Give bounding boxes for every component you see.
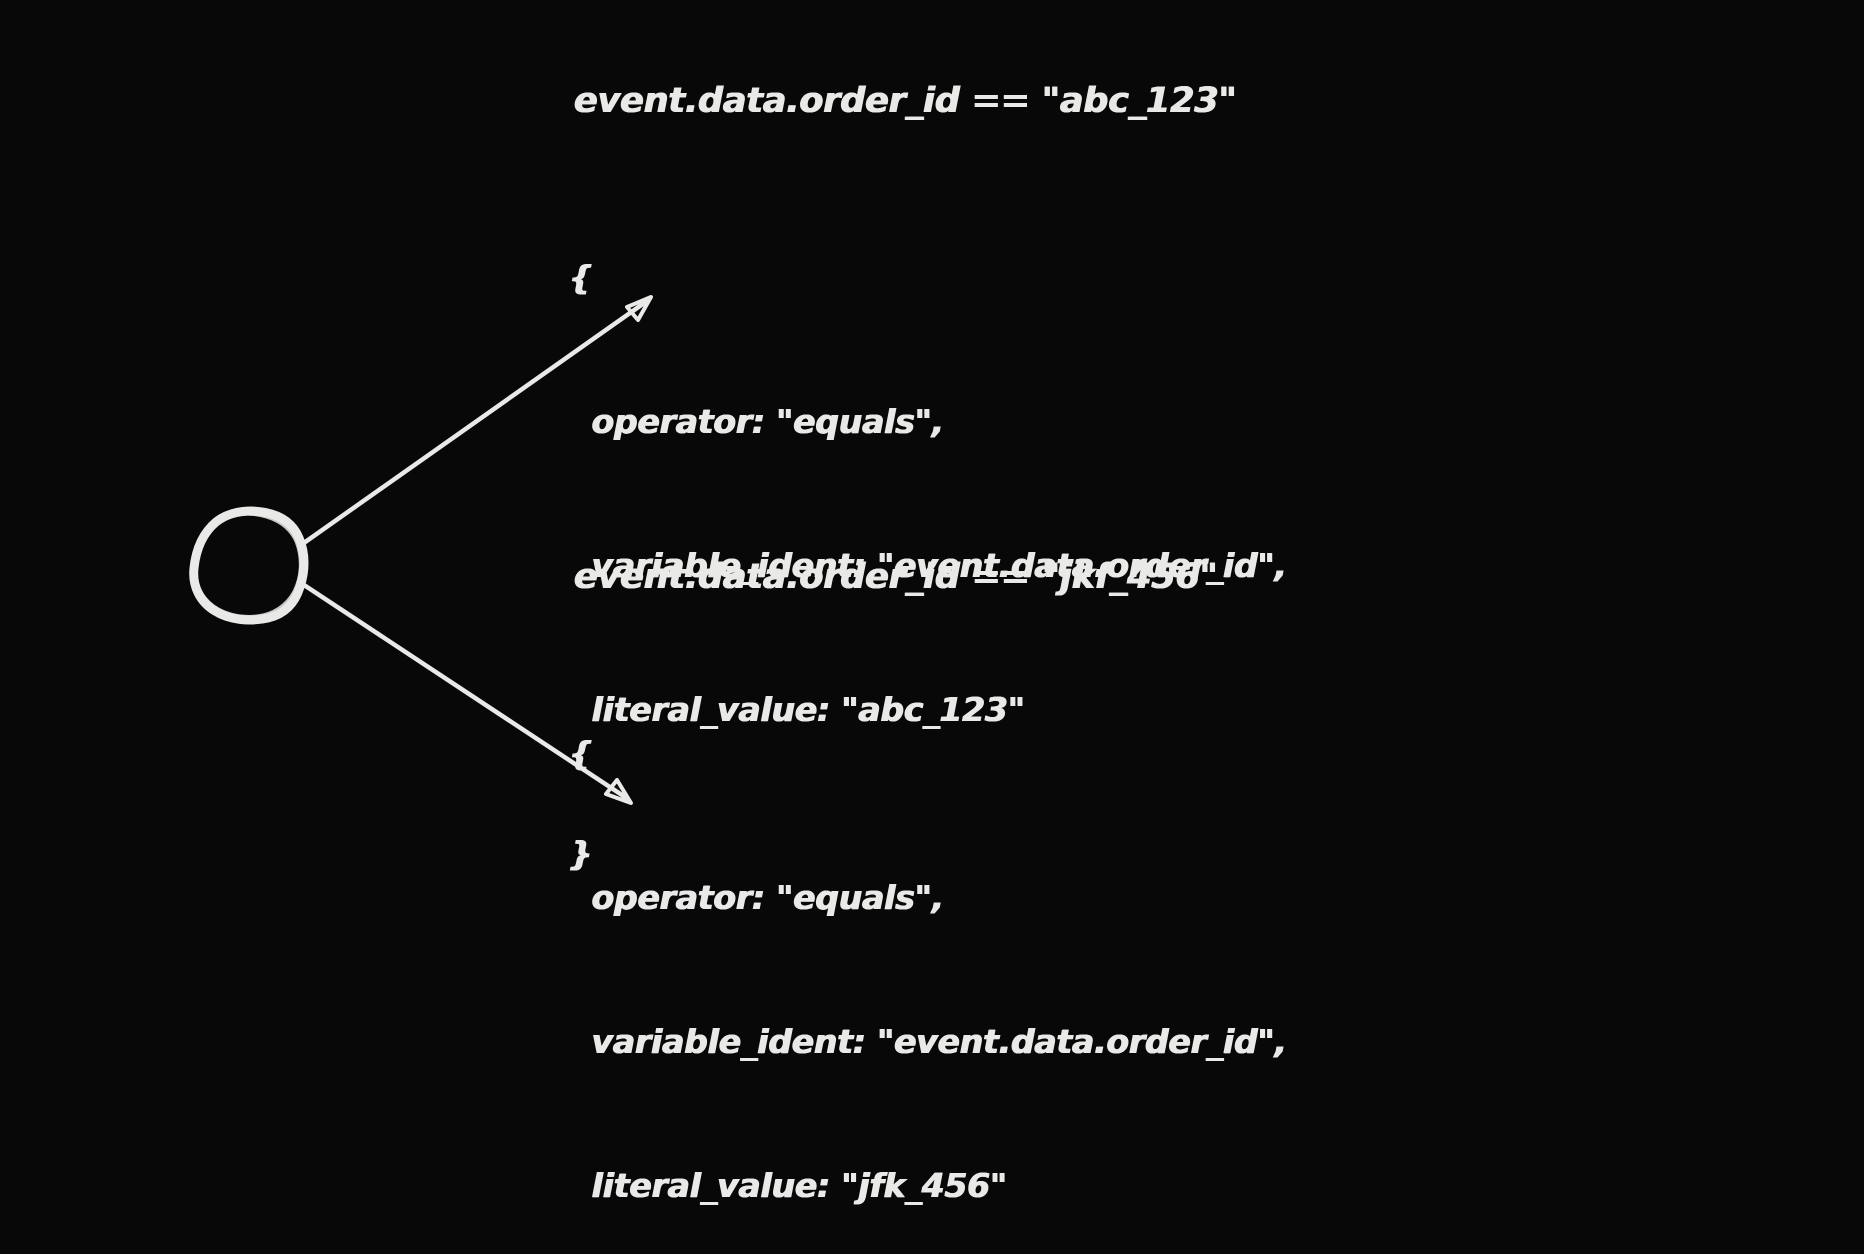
- branch-1-line-4: }: [569, 834, 593, 873]
- branch-1-line-1: operator: "equals",: [569, 402, 945, 441]
- branch-2-line-2: variable_ident: "event.data.order_id",: [569, 1022, 1287, 1061]
- branch-1-title: event.data.order_id == "abc_123": [574, 81, 1237, 121]
- branch-2-body: { operator: "equals", variable_ident: "e…: [569, 634, 1287, 1254]
- branch-1-line-0: {: [569, 258, 593, 297]
- branch-2-line-3: literal_value: "jfk_456": [569, 1166, 1008, 1205]
- branch-1-line-2: variable_ident: "event.data.order_id",: [569, 546, 1287, 585]
- node-outline-second-pass: [190, 508, 306, 622]
- branch-1-body: { operator: "equals", variable_ident: "e…: [569, 158, 1287, 974]
- branch-2-line-1: operator: "equals",: [569, 878, 945, 917]
- node-outline: [189, 506, 309, 625]
- branch-2-line-0: {: [569, 734, 593, 773]
- branch-1-line-3: literal_value: "abc_123": [569, 690, 1025, 729]
- condition-root-node[interactable]: [189, 506, 309, 625]
- branch-2-title: event.data.order_id == "jkf_456": [574, 557, 1218, 597]
